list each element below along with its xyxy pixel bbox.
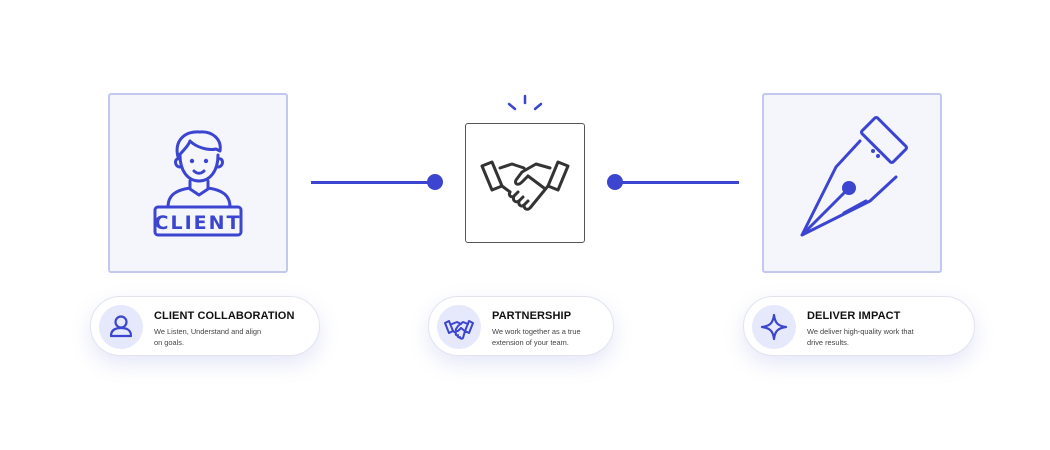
client-person-icon: CLIENT (153, 130, 243, 237)
card-description-line-2: drive results. (807, 337, 849, 347)
connector-line-right (615, 181, 739, 184)
client-collaboration-card: CLIENT COLLABORATION We Listen, Understa… (90, 296, 320, 356)
card-description-line-1: We deliver high-quality work that (807, 327, 914, 336)
card-icon-circle (752, 305, 796, 349)
pen-nib-icon (800, 115, 909, 237)
handshake-icon (480, 160, 570, 211)
burst-marks-icon (507, 94, 543, 111)
card-description-line-2: extension of your team. (492, 337, 569, 347)
deliver-impact-card: DELIVER IMPACT We deliver high-quality w… (743, 296, 975, 356)
connector-dot-left (427, 174, 443, 190)
card-description-line-1: We work together as a true (492, 327, 581, 336)
client-sign-text: CLIENT (155, 212, 242, 234)
client-box: CLIENT (108, 93, 288, 273)
card-title: CLIENT COLLABORATION (154, 310, 295, 322)
card-title: DELIVER IMPACT (807, 310, 901, 322)
handshake-small-icon (444, 320, 474, 340)
card-description-line-1: We Listen, Understand and align (154, 327, 262, 336)
deliver-box (762, 93, 942, 273)
card-description-line-2: on goals. (154, 337, 184, 347)
connector-line-left (311, 181, 435, 184)
card-icon-circle (437, 305, 481, 349)
card-icon-circle (99, 305, 143, 349)
user-icon (109, 315, 133, 338)
sparkle-icon (760, 313, 788, 341)
card-title: PARTNERSHIP (492, 310, 572, 322)
partnership-box (465, 123, 585, 243)
